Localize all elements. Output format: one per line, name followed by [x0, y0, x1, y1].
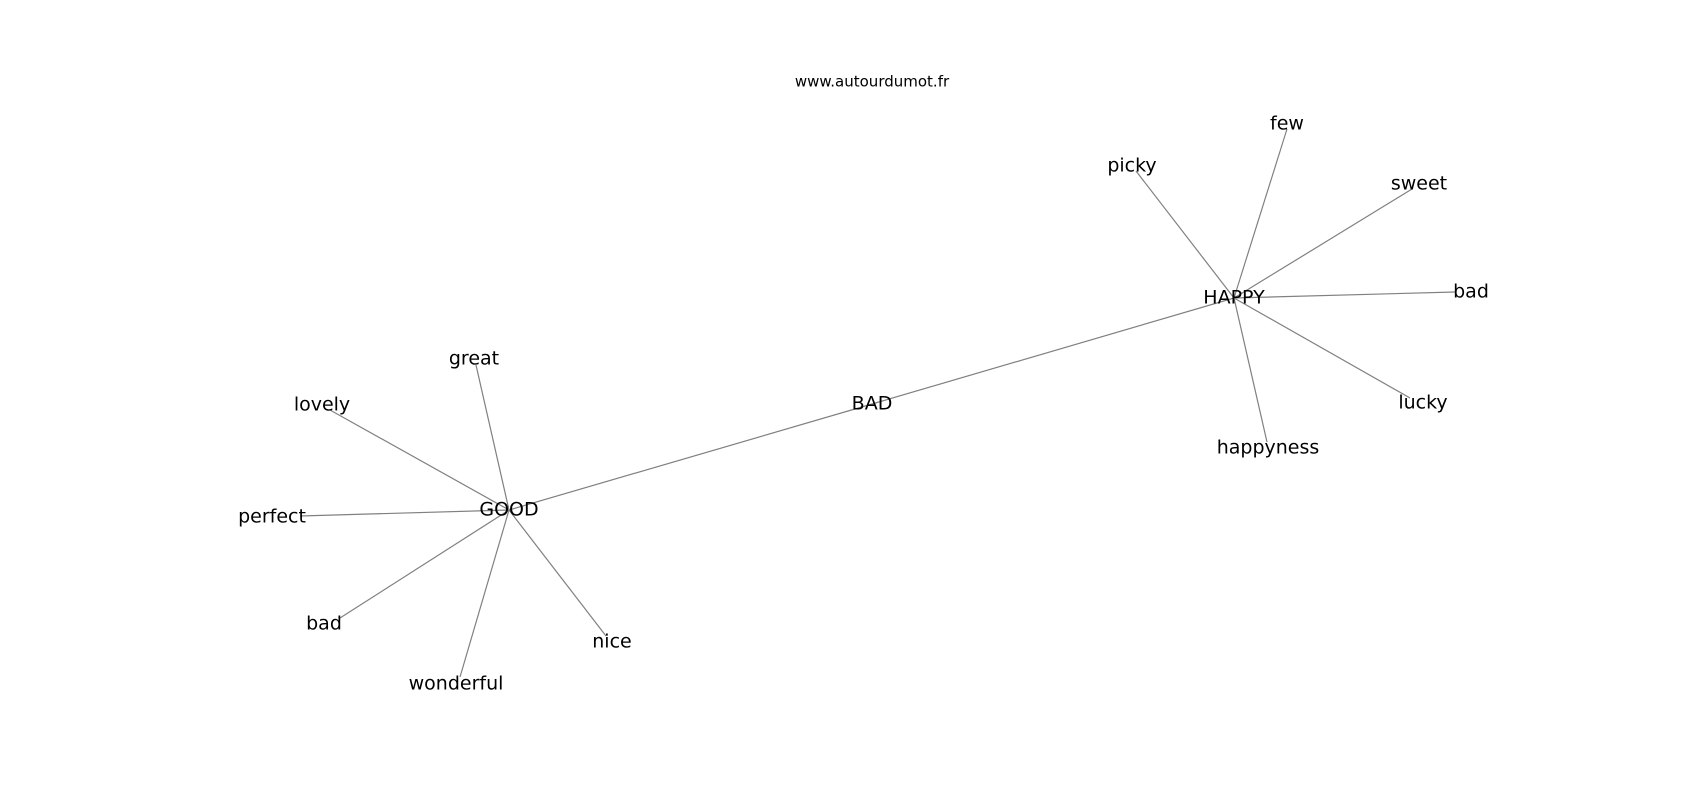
node-label-nice[interactable]: nice [592, 631, 631, 653]
node-label-lucky[interactable]: lucky [1398, 392, 1447, 414]
edge-good-wonderful [459, 509, 510, 678]
edge-bad-center-good [508, 403, 873, 511]
edge-good-great [475, 364, 510, 511]
edge-happy-sweet [1233, 188, 1413, 299]
edge-happy-happyness [1233, 297, 1268, 443]
edge-good-nice [508, 509, 607, 637]
node-label-happy[interactable]: HAPPY [1203, 287, 1265, 309]
edge-happy-few [1233, 128, 1288, 299]
node-label-great[interactable]: great [449, 348, 499, 370]
node-label-wonderful[interactable]: wonderful [409, 673, 504, 695]
node-label-bad-right[interactable]: bad [1453, 281, 1489, 303]
edge-happy-bad-right [1233, 291, 1456, 299]
node-label-happyness[interactable]: happyness [1217, 437, 1320, 459]
node-label-few[interactable]: few [1270, 113, 1304, 135]
node-label-picky[interactable]: picky [1107, 155, 1156, 177]
edge-bad-center-happy [871, 297, 1235, 405]
node-label-bad-center[interactable]: BAD [852, 393, 893, 415]
edge-good-lovely [329, 409, 510, 511]
watermark-text: www.autourdumot.fr [795, 73, 950, 91]
edges-layer [299, 128, 1456, 678]
node-label-good[interactable]: GOOD [479, 499, 538, 521]
node-label-lovely[interactable]: lovely [294, 394, 350, 416]
edge-good-perfect [299, 509, 510, 517]
node-label-perfect[interactable]: perfect [238, 506, 306, 528]
node-label-bad-left[interactable]: bad [306, 613, 342, 635]
edge-happy-lucky [1233, 297, 1411, 399]
edge-happy-picky [1135, 170, 1235, 299]
node-label-sweet[interactable]: sweet [1391, 173, 1447, 195]
edge-good-bad-left [339, 509, 510, 619]
labels-layer: BAD GOOD HAPPY great lovely perfect bad wonderf… [238, 113, 1489, 695]
